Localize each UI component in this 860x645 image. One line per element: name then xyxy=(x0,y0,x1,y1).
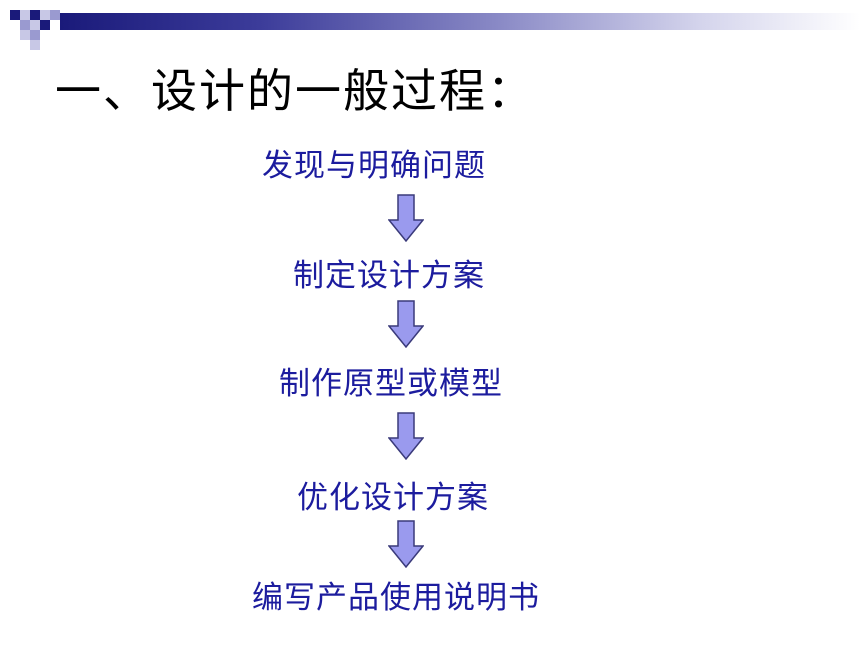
decor-square xyxy=(20,30,30,40)
slide-title: 一、设计的一般过程： xyxy=(55,64,535,118)
decor-square xyxy=(30,10,40,20)
step-4-label: 优化设计方案 xyxy=(297,480,489,516)
decor-square xyxy=(20,20,30,30)
decor-square xyxy=(10,10,20,20)
header-bar xyxy=(60,13,860,30)
step-2-label: 制定设计方案 xyxy=(293,258,485,294)
decor-square xyxy=(30,20,40,30)
down-arrow-icon xyxy=(388,300,424,348)
down-arrow-icon xyxy=(388,520,424,568)
down-arrow-icon xyxy=(388,412,424,460)
decor-square xyxy=(40,20,50,30)
decor-square xyxy=(30,40,40,50)
step-3-label: 制作原型或模型 xyxy=(279,366,503,402)
decor-square xyxy=(30,30,40,40)
down-arrow-icon xyxy=(388,194,424,242)
step-1-label: 发现与明确问题 xyxy=(262,148,486,184)
step-5-label: 编写产品使用说明书 xyxy=(252,580,540,616)
decor-square xyxy=(40,10,50,20)
decor-square xyxy=(20,10,30,20)
decor-square xyxy=(50,10,60,20)
